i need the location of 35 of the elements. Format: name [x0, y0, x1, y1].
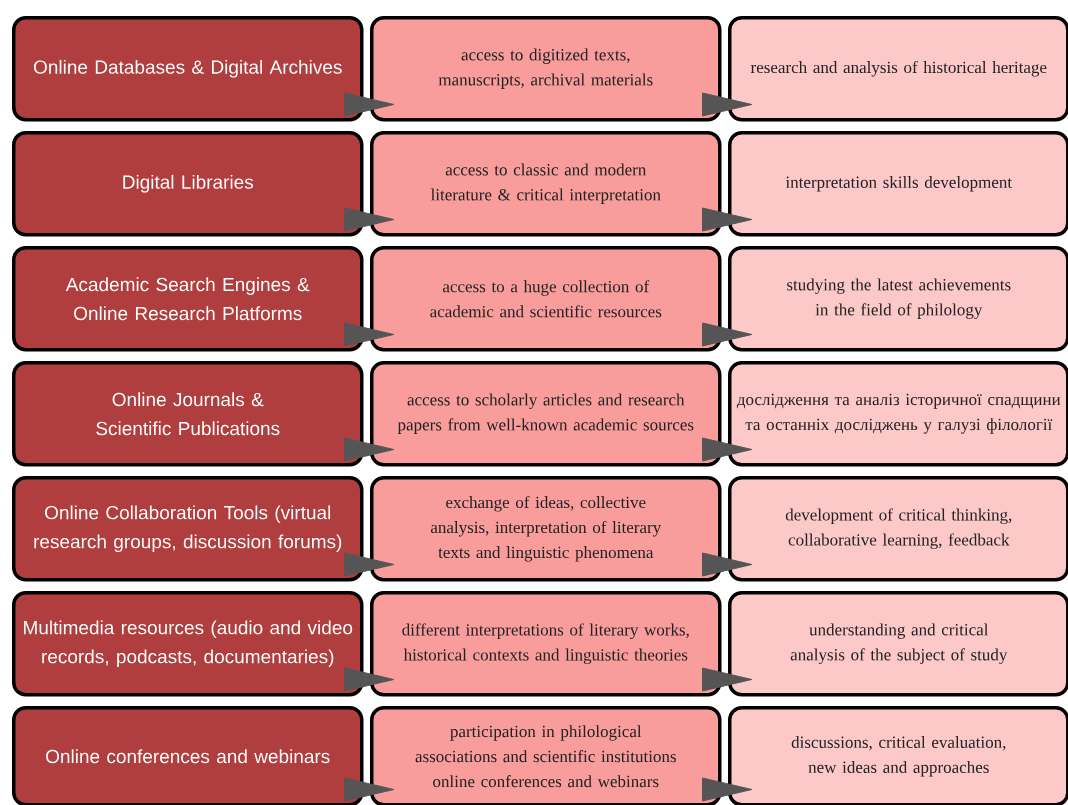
outcome-box: studying the latest achievements in the field of philology [728, 246, 1068, 352]
arrow [343, 667, 395, 692]
source-box: Multimedia resources (audio and video records, podcasts, documentaries) [12, 591, 364, 697]
access-box: access to digitized texts, manuscripts, archival materials [370, 16, 722, 122]
access-box: exchange of ideas, collective analysis, interpretation of literary texts and linguistic phenomena [370, 476, 722, 582]
source-box: Digital Libraries [12, 131, 364, 237]
access-box: participation in philological associations and scientific institutions online conferences and webinars [370, 706, 722, 805]
outcome-box: research and analysis of historical heritage [728, 16, 1068, 122]
arrow [343, 437, 395, 462]
source-box: Online conferences and webinars [12, 706, 364, 805]
arrow [701, 777, 753, 802]
access-box: access to classic and modern literature & critical interpretation [370, 131, 722, 237]
arrow [701, 552, 753, 577]
access-box: access to scholarly articles and research papers from well-known academic sources [370, 361, 722, 467]
access-box: access to a huge collection of academic and scientific resources [370, 246, 722, 352]
arrow [343, 92, 395, 117]
arrow [701, 667, 753, 692]
arrow [701, 207, 753, 232]
source-box: Online Journals & Scientific Publications [12, 361, 364, 467]
source-box: Online Databases & Digital Archives [12, 16, 364, 122]
outcome-box: дослідження та аналіз історичної спадщини та останніх досліджень у галузі філології [728, 361, 1068, 467]
outcome-box: discussions, critical evaluation, new ideas and approaches [728, 706, 1068, 805]
arrow [343, 552, 395, 577]
arrow [701, 92, 753, 117]
outcome-box: interpretation skills development [728, 131, 1068, 237]
arrow [343, 207, 395, 232]
outcome-box: understanding and critical analysis of the subject of study [728, 591, 1068, 697]
outcome-box: development of critical thinking, collaborative learning, feedback [728, 476, 1068, 582]
source-box: Academic Search Engines & Online Research Platforms [12, 246, 364, 352]
arrow [343, 322, 395, 347]
arrow [343, 777, 395, 802]
arrow [701, 437, 753, 462]
access-box: different interpretations of literary works, historical contexts and linguistic theories [370, 591, 722, 697]
source-box: Online Collaboration Tools (virtual research groups, discussion forums) [12, 476, 364, 582]
arrow [701, 322, 753, 347]
